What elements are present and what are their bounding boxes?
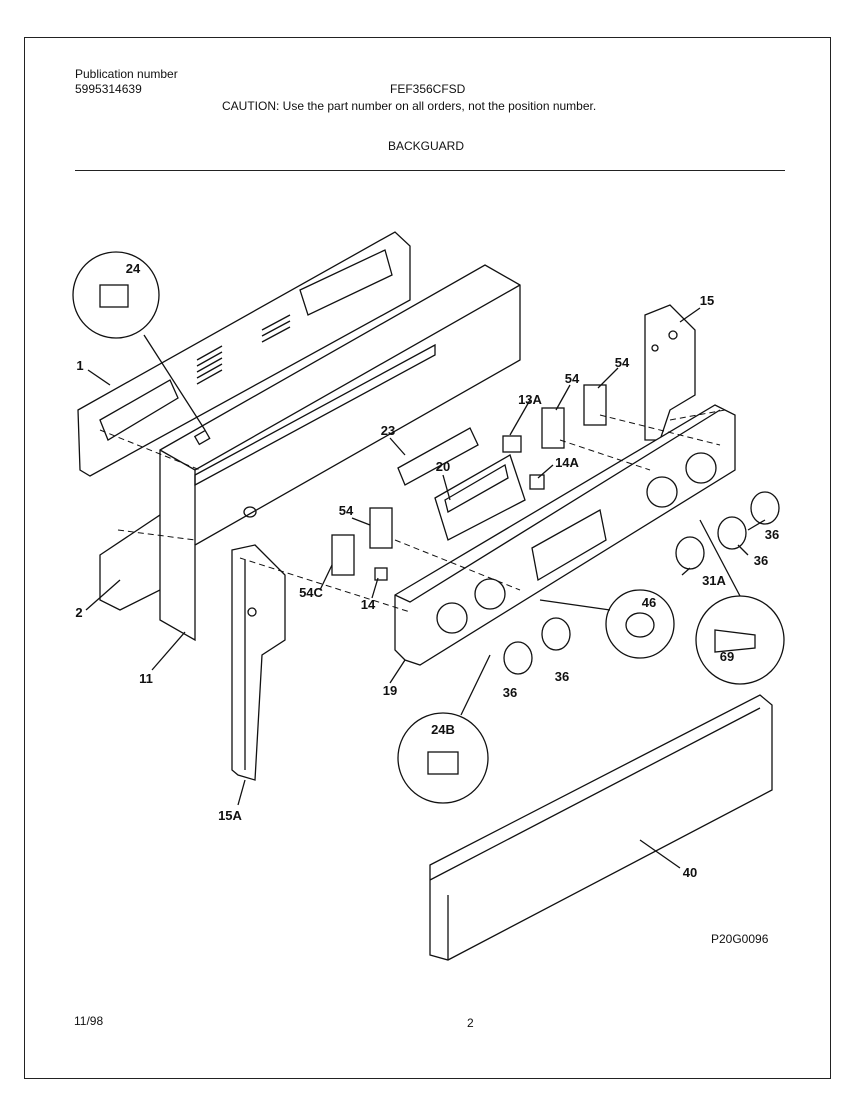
callout-54-center: 54 [565, 371, 580, 386]
callout-leaders [85, 307, 766, 869]
callout-19: 19 [383, 683, 397, 698]
callout-36-center: 36 [555, 669, 569, 684]
rear-panel-part [77, 231, 411, 477]
callout-14: 14 [361, 597, 376, 612]
callout-31a: 31A [702, 573, 726, 588]
callout-20: 20 [436, 459, 450, 474]
right-side-bracket-part [644, 304, 696, 441]
trim-strip-part [429, 694, 773, 961]
callout-24b: 24B [431, 722, 455, 737]
clock-module-part [397, 427, 526, 541]
control-knobs [503, 491, 780, 675]
callout-54c: 54C [299, 585, 323, 600]
callout-40: 40 [683, 865, 697, 880]
publication-number: 5995314639 [75, 82, 142, 96]
left-side-bracket-part [231, 544, 286, 781]
drawing-id: P20G0096 [711, 932, 769, 946]
callout-14a: 14A [555, 455, 579, 470]
page-number: 2 [467, 1016, 474, 1030]
callout-54-left: 54 [339, 503, 354, 518]
callout-23: 23 [381, 423, 395, 438]
callout-54-right: 54 [615, 355, 630, 370]
callout-11: 11 [139, 671, 153, 686]
revision-date: 11/98 [74, 1014, 104, 1028]
callout-2: 2 [75, 605, 82, 620]
backguard-housing-part [159, 264, 521, 642]
page-border [24, 37, 831, 1079]
callout-15: 15 [700, 293, 714, 308]
detail-circle-69 [695, 519, 785, 685]
callout-36-right-top: 36 [765, 527, 779, 542]
callout-24: 24 [126, 261, 141, 276]
detail-circle-24b [397, 654, 491, 804]
callout-46: 46 [642, 595, 656, 610]
assembly-guide-lines [99, 409, 726, 613]
infinite-switches [331, 384, 607, 581]
callout-labels: 24 1 2 11 13A 14 14A 15 15A 19 20 23 24B… [75, 261, 779, 880]
callout-13a: 13A [518, 392, 542, 407]
header-divider [75, 170, 785, 171]
callout-1: 1 [76, 358, 83, 373]
publication-label: Publication number [75, 67, 178, 81]
callout-69: 69 [720, 649, 734, 664]
section-title: BACKGUARD [388, 139, 465, 153]
callout-15a: 15A [218, 808, 242, 823]
caution-note: CAUTION: Use the part number on all orde… [222, 99, 597, 113]
callout-36-right: 36 [754, 553, 768, 568]
detail-circle-24 [72, 251, 206, 431]
model-number: FEF356CFSD [390, 82, 466, 96]
callout-36-left: 36 [503, 685, 517, 700]
detail-circle-46 [539, 589, 675, 659]
